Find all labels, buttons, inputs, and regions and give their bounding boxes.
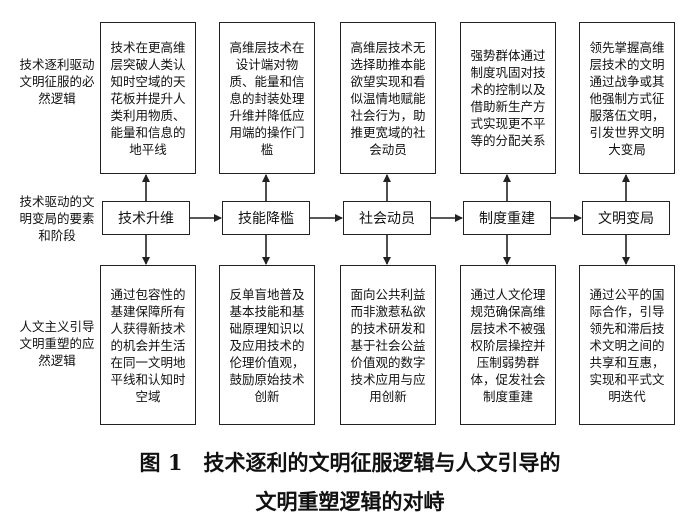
figure-caption-line-2: 文明重塑逻辑的对峙 <box>255 489 445 514</box>
top-box-4: 强势群体通过制度巩固对技术的控制以及借助新生产方式实现更不平等的分配关系 <box>460 22 556 174</box>
row-label-top: 技术逐利驱动文明征服的必然逻辑 <box>19 57 95 106</box>
top-box-1: 技术在更高维层突破人类认知时空域的天花板并提升人类利用物质、能量和信息的地平线 <box>100 22 196 174</box>
bottom-box-1: 通过包容性的基建保障所有人获得新技术的机会并生活在同一文明地平线和认知时空域 <box>100 265 196 425</box>
stage-civilization-change: 文明变局 <box>582 201 670 235</box>
top-box-2: 高维层技术在设计端对物质、能量和信息的封装处理升维并降低应用端的操作门槛 <box>219 22 315 174</box>
stage-social-mobilization: 社会动员 <box>343 201 431 235</box>
stage-skill-threshold: 技能降槛 <box>222 201 310 235</box>
stage-institution-rebuild: 制度重建 <box>463 201 551 235</box>
row-label-middle: 技术驱动的文明变局的要素和阶段 <box>19 194 95 243</box>
row-label-bottom: 人文主义引导文明重塑的应然逻辑 <box>19 319 95 368</box>
bottom-box-3: 面向公共利益而非激惹私欲的技术研发和基于社会公益价值观的数字技术应用与应用创新 <box>340 265 436 425</box>
figure-caption-line-1: 图 1 技术逐利的文明征服逻辑与人文引导的 <box>139 450 561 475</box>
top-box-5: 领先掌握高维层技术的文明通过战争或其他强制方式征服落伍文明，引发世界文明大变局 <box>579 22 675 174</box>
bottom-box-4: 通过人文伦理规范确保高维层技术不被强权阶层操控并压制弱势群体，促发社会制度重建 <box>460 265 556 425</box>
bottom-box-5: 通过公平的国际合作，引导领先和滞后技术文明之间的共享和互惠，实现和平式文明迭代 <box>579 265 675 425</box>
stage-technology-upgrade: 技术升维 <box>102 201 190 235</box>
top-box-3: 高维层技术无选择助推本能欲望实现和看似温情地赋能社会行为，助推更宽域的社会动员 <box>340 22 436 174</box>
bottom-box-2: 反单盲地普及基本技能和基础原理知识以及应用技术的伦理价值观，鼓励原始技术创新 <box>219 265 315 425</box>
